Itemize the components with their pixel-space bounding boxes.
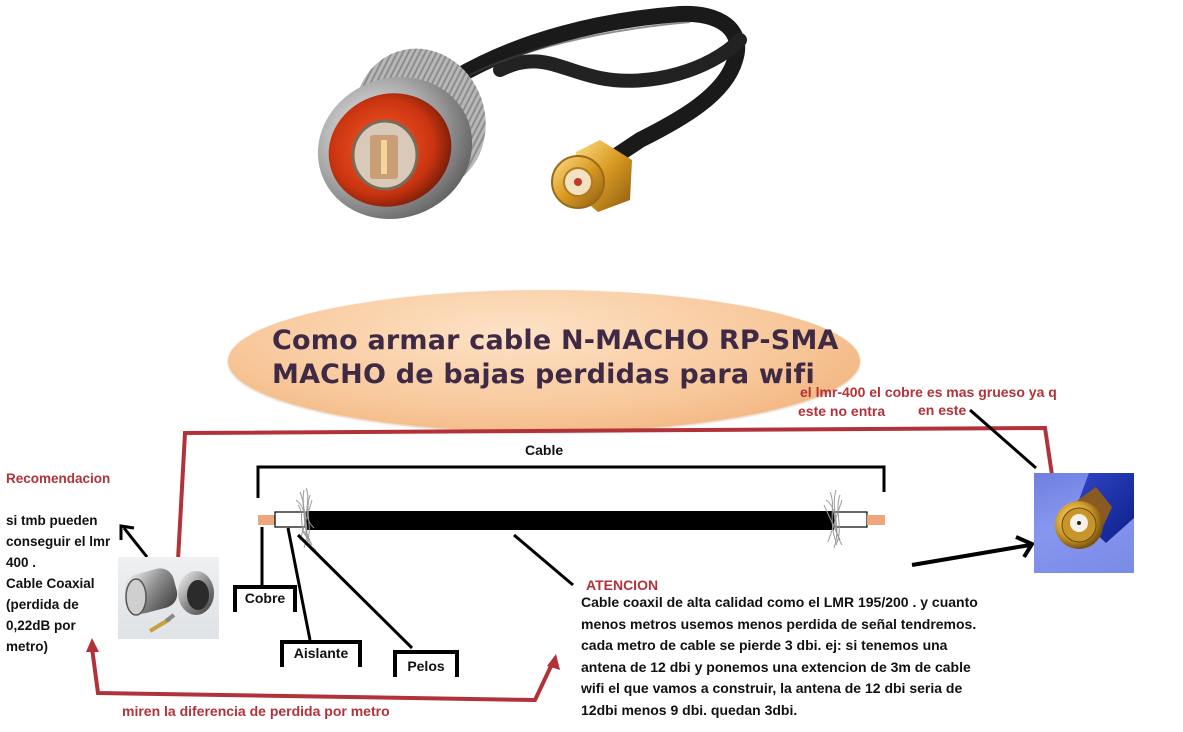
shield-strands-right <box>823 489 843 549</box>
lmr-note-line-2a: este no entra <box>798 403 886 419</box>
cable-bracket <box>256 465 886 498</box>
insulator-left <box>274 511 306 528</box>
page-title: Como armar cable N-MACHO RP-SMA MACHO de… <box>272 324 872 392</box>
lmr-400-connector-photo <box>118 557 219 639</box>
red-connector-line-bottom <box>90 647 554 703</box>
cable-jacket <box>306 511 834 530</box>
red-arrow-icon <box>547 654 560 670</box>
title-line-1: Como armar cable N-MACHO RP-SMA <box>272 325 839 356</box>
black-arrow-icon <box>119 524 135 540</box>
label-cobre: Cobre <box>233 585 297 612</box>
black-arrow-right-icon <box>1015 535 1035 559</box>
attention-heading: ATENCION <box>586 577 659 593</box>
title-line-2: MACHO de bajas perdidas para wifi <box>272 359 815 390</box>
bottom-note: miren la diferencia de perdida por metro <box>122 703 390 719</box>
recommendation-heading: Recomendacion <box>6 471 111 486</box>
title-ellipse <box>228 290 860 432</box>
attention-text: Cable coaxil de alta calidad como el LMR… <box>581 594 978 718</box>
n-male-rp-sma-cable-photo <box>317 5 747 219</box>
cable-label: Cable <box>525 442 564 458</box>
red-arrow-up-icon <box>86 638 99 652</box>
rp-sma-blue-cable-photo <box>1034 473 1134 573</box>
lmr-note-line-2b: en este <box>918 402 967 418</box>
label-pelos: Pelos <box>393 650 459 677</box>
lmr-note-line-1: el lmr-400 el cobre es mas grueso ya q <box>800 384 1057 400</box>
copper-core-right <box>867 515 885 525</box>
recommendation-text: si tmb pueden conseguir el lmr 400 . Cab… <box>6 513 111 654</box>
red-connector-line-top <box>176 425 1054 561</box>
copper-core-left <box>258 515 275 525</box>
label-aislante: Aislante <box>280 640 362 667</box>
shield-strands-left <box>295 487 317 551</box>
